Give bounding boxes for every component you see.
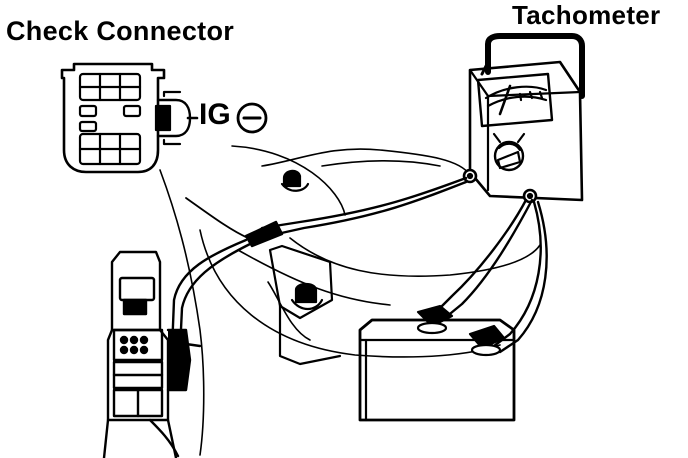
check-connector — [60, 62, 199, 174]
battery — [358, 304, 516, 422]
check-connector-label: Check Connector — [6, 16, 235, 46]
ig-polarity-symbol — [236, 102, 268, 134]
test-leads — [170, 176, 548, 354]
tachometer-label: Tachometer — [512, 0, 661, 30]
ig-terminal — [154, 104, 172, 132]
ignition-module — [102, 250, 202, 458]
ig-terminal-label: IG — [199, 98, 231, 131]
engine-parts — [268, 169, 342, 366]
engine-contours — [159, 145, 541, 456]
tachometer — [462, 33, 585, 204]
